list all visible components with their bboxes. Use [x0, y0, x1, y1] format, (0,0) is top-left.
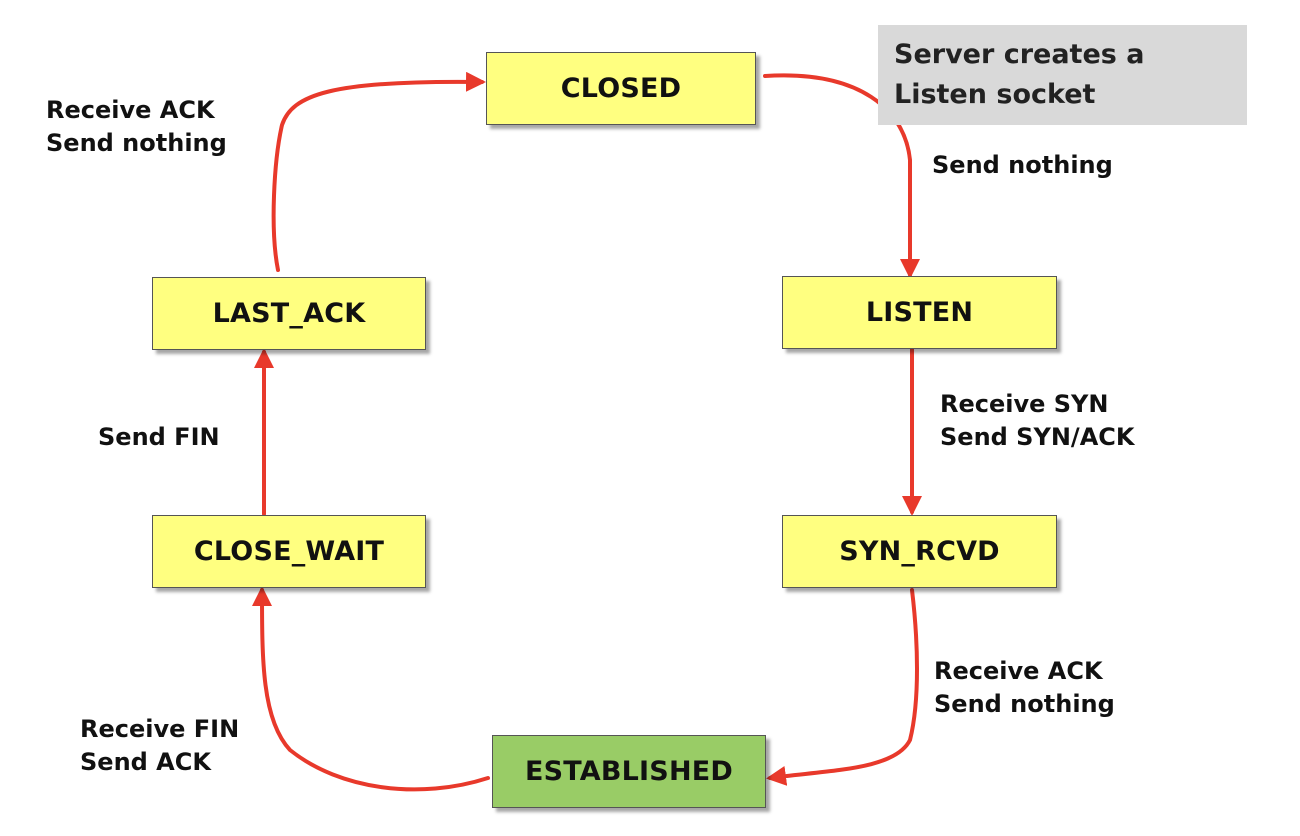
note-line-2: Listen socket: [894, 79, 1096, 110]
label-line: Send nothing: [932, 151, 1113, 179]
state-established: ESTABLISHED: [492, 735, 766, 808]
label-established-to-close-wait: Receive FIN Send ACK: [80, 713, 239, 779]
label-line: Receive SYN: [940, 390, 1109, 418]
label-line: Receive FIN: [80, 715, 240, 743]
label-line: Send SYN/ACK: [940, 423, 1135, 451]
note-box: Server creates a Listen socket: [878, 25, 1247, 125]
label-line: Send FIN: [98, 423, 220, 451]
label-line: Send nothing: [46, 129, 227, 157]
state-listen: LISTEN: [782, 276, 1057, 349]
label-line: Send ACK: [80, 748, 211, 776]
state-listen-label: LISTEN: [865, 297, 974, 328]
state-last-ack: LAST_ACK: [152, 277, 426, 350]
label-line: Receive ACK: [46, 96, 215, 124]
label-line: Send nothing: [934, 690, 1115, 718]
state-closed: CLOSED: [486, 52, 756, 125]
state-closed-label: CLOSED: [560, 73, 682, 104]
label-closed-to-listen: Send nothing: [932, 149, 1113, 182]
note-line-1: Server creates a: [894, 39, 1145, 70]
arrow-established-to-close-wait: [252, 586, 490, 792]
label-last-ack-to-closed: Receive ACK Send nothing: [46, 94, 227, 160]
label-syn-rcvd-to-established: Receive ACK Send nothing: [934, 655, 1115, 721]
state-syn-rcvd-label: SYN_RCVD: [839, 536, 1000, 567]
state-close-wait: CLOSE_WAIT: [152, 515, 426, 588]
state-close-wait-label: CLOSE_WAIT: [193, 536, 385, 567]
label-listen-to-syn-rcvd: Receive SYN Send SYN/ACK: [940, 388, 1134, 454]
arrow-closed-to-listen: [763, 73, 920, 279]
arrow-syn-rcvd-to-established: [766, 588, 919, 786]
arrow-last-ack-to-closed: [271, 71, 486, 272]
label-close-wait-to-last-ack: Send FIN: [98, 421, 220, 454]
label-line: Receive ACK: [934, 657, 1103, 685]
state-established-label: ESTABLISHED: [524, 756, 734, 787]
state-syn-rcvd: SYN_RCVD: [782, 515, 1057, 588]
state-last-ack-label: LAST_ACK: [212, 298, 366, 329]
